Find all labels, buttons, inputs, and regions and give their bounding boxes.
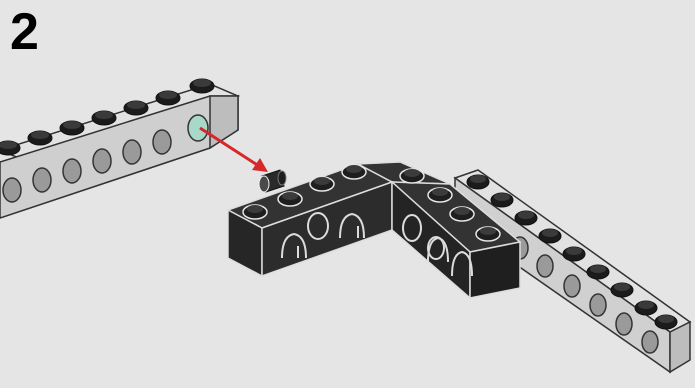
insertion-arrow [200,128,268,172]
technic-pin [259,170,286,192]
left-gray-beam [0,79,238,218]
